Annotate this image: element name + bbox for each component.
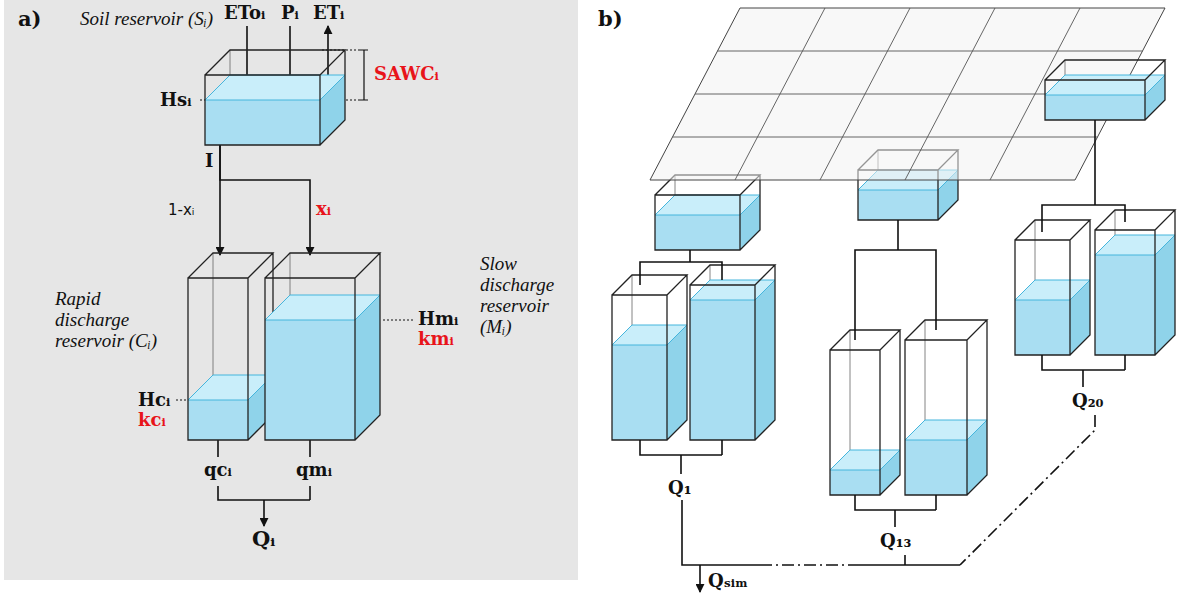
- grid-outline: [650, 8, 1165, 180]
- symbol-label: Pᵢ: [281, 2, 299, 24]
- water-surface: [690, 280, 775, 300]
- water: [755, 280, 775, 440]
- water: [830, 470, 880, 495]
- symbol-label: kmᵢ: [418, 328, 454, 350]
- reservoir-outline: [612, 275, 687, 440]
- symbol-label: Hmᵢ: [418, 308, 458, 330]
- grid: [650, 8, 1165, 180]
- discharge-line: [1042, 355, 1125, 387]
- cell-reservoirs: [612, 150, 1175, 495]
- water-surface: [655, 195, 760, 215]
- symbol-label: ETᵢ: [313, 2, 344, 24]
- symbol-label: Hcᵢ: [138, 389, 170, 411]
- flow-connector: [220, 145, 310, 255]
- water: [1155, 235, 1175, 355]
- discharge-arrow: [263, 500, 265, 526]
- hidden-edge: [655, 175, 760, 250]
- water: [905, 440, 967, 495]
- hidden-edge: [205, 50, 345, 145]
- infiltration-line: [640, 250, 722, 285]
- reservoir-title: Slow discharge reservoir (Mᵢ): [480, 253, 572, 337]
- infiltration-line: [1042, 120, 1125, 232]
- sum-line: [760, 564, 850, 566]
- hidden-edge: [1045, 60, 1165, 120]
- fraction-label: xᵢ: [316, 198, 331, 220]
- symbol-label: qmᵢ: [296, 459, 332, 481]
- water: [655, 215, 740, 250]
- symbol-label: b): [598, 8, 623, 30]
- soil-reservoir: Soil reservoir (Sᵢ): [205, 50, 345, 145]
- hidden-edge: [1015, 220, 1090, 355]
- water: [1095, 255, 1155, 355]
- reservoir-outline: [188, 253, 273, 440]
- symbol-label: Q₂₀: [1072, 390, 1103, 412]
- water-surface: [188, 375, 273, 400]
- hidden-edge: [612, 275, 687, 440]
- symbol-label: Qₛᵢₘ: [708, 570, 748, 592]
- water-surface: [612, 325, 687, 345]
- total-arrow: [699, 565, 701, 592]
- water-surface: [1095, 235, 1175, 255]
- water: [265, 320, 355, 440]
- symbol-label: a): [18, 8, 42, 30]
- reservoir-outline: [905, 320, 987, 495]
- sum-line: [960, 415, 1095, 565]
- symbol-label: Q₁₃: [880, 530, 911, 552]
- fraction-label: 1-xᵢ: [168, 200, 195, 220]
- reservoir-shape: [265, 253, 380, 440]
- reservoir-outline: [265, 253, 380, 440]
- reservoir-shape: [188, 253, 273, 440]
- reservoir-shape: [205, 50, 345, 145]
- hidden-edge: [830, 330, 900, 495]
- symbol-label: SAWCᵢ: [374, 63, 439, 85]
- symbol-label: Hsᵢ: [160, 89, 191, 111]
- water-surface: [905, 420, 987, 440]
- discharge-line: [855, 495, 936, 527]
- wires: [176, 26, 1125, 592]
- water-surface: [1015, 280, 1090, 300]
- infiltration-line: [855, 220, 936, 340]
- water-surface: [265, 295, 380, 320]
- cell-soil-box: [1045, 60, 1165, 120]
- water-surface: [205, 75, 345, 100]
- symbol-label: qcᵢ: [204, 459, 232, 481]
- reservoir-title: Rapid discharge reservoir (Cᵢ): [55, 288, 167, 351]
- reservoir-outline: [655, 175, 760, 250]
- water: [858, 190, 938, 220]
- bracket: [360, 50, 368, 100]
- water: [690, 300, 755, 440]
- reservoir-outline: [1015, 220, 1090, 355]
- water: [205, 100, 320, 145]
- hidden-edge: [265, 253, 380, 440]
- reservoir-outline: [830, 330, 900, 495]
- water: [1045, 95, 1145, 120]
- hidden-edge: [188, 253, 273, 440]
- symbol-label: Qᵢ: [252, 528, 275, 550]
- water: [612, 345, 667, 440]
- hidden-edge: [690, 265, 775, 440]
- rapid-reservoir: Rapid discharge reservoir (Cᵢ): [188, 253, 273, 440]
- symbol-label: EToᵢ: [224, 2, 265, 24]
- hidden-edge: [1095, 210, 1175, 355]
- reservoir-outline: [205, 50, 345, 145]
- water: [1015, 300, 1070, 355]
- hidden-edge: [905, 320, 987, 495]
- symbol-label: Q₁: [668, 477, 692, 499]
- reservoir-outline: [1095, 210, 1175, 355]
- slow-reservoir: Slow discharge reservoir (Mᵢ): [265, 253, 380, 440]
- water-surface: [830, 450, 900, 470]
- water: [188, 400, 248, 440]
- sum-line: [682, 500, 960, 565]
- symbol-label: kcᵢ: [138, 409, 166, 431]
- discharge-line: [640, 440, 722, 474]
- symbol-label: I: [205, 150, 213, 172]
- reservoir-outline: [1045, 60, 1165, 120]
- reservoir-outline: [690, 265, 775, 440]
- reservoir-title: Soil reservoir (Sᵢ): [80, 8, 213, 29]
